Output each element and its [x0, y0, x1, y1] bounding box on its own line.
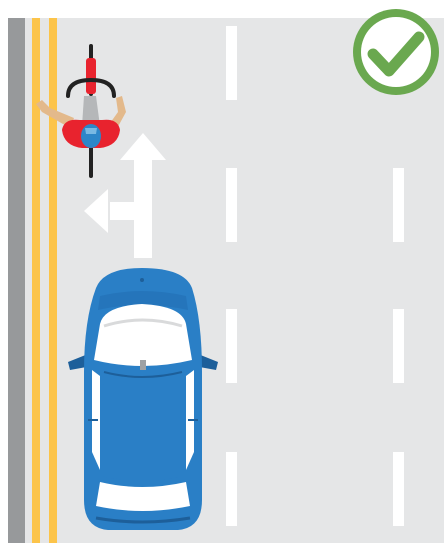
car-windshield — [94, 304, 192, 366]
check-circle-icon — [353, 9, 439, 95]
double-yellow-line-right — [49, 18, 57, 543]
cyclist-helmet — [81, 124, 101, 148]
car — [68, 268, 218, 530]
car-roof — [102, 372, 184, 481]
lane-divider-right — [393, 168, 404, 526]
curb — [8, 18, 25, 543]
double-yellow-line-left — [32, 18, 40, 543]
bicycle-frame — [86, 58, 96, 94]
